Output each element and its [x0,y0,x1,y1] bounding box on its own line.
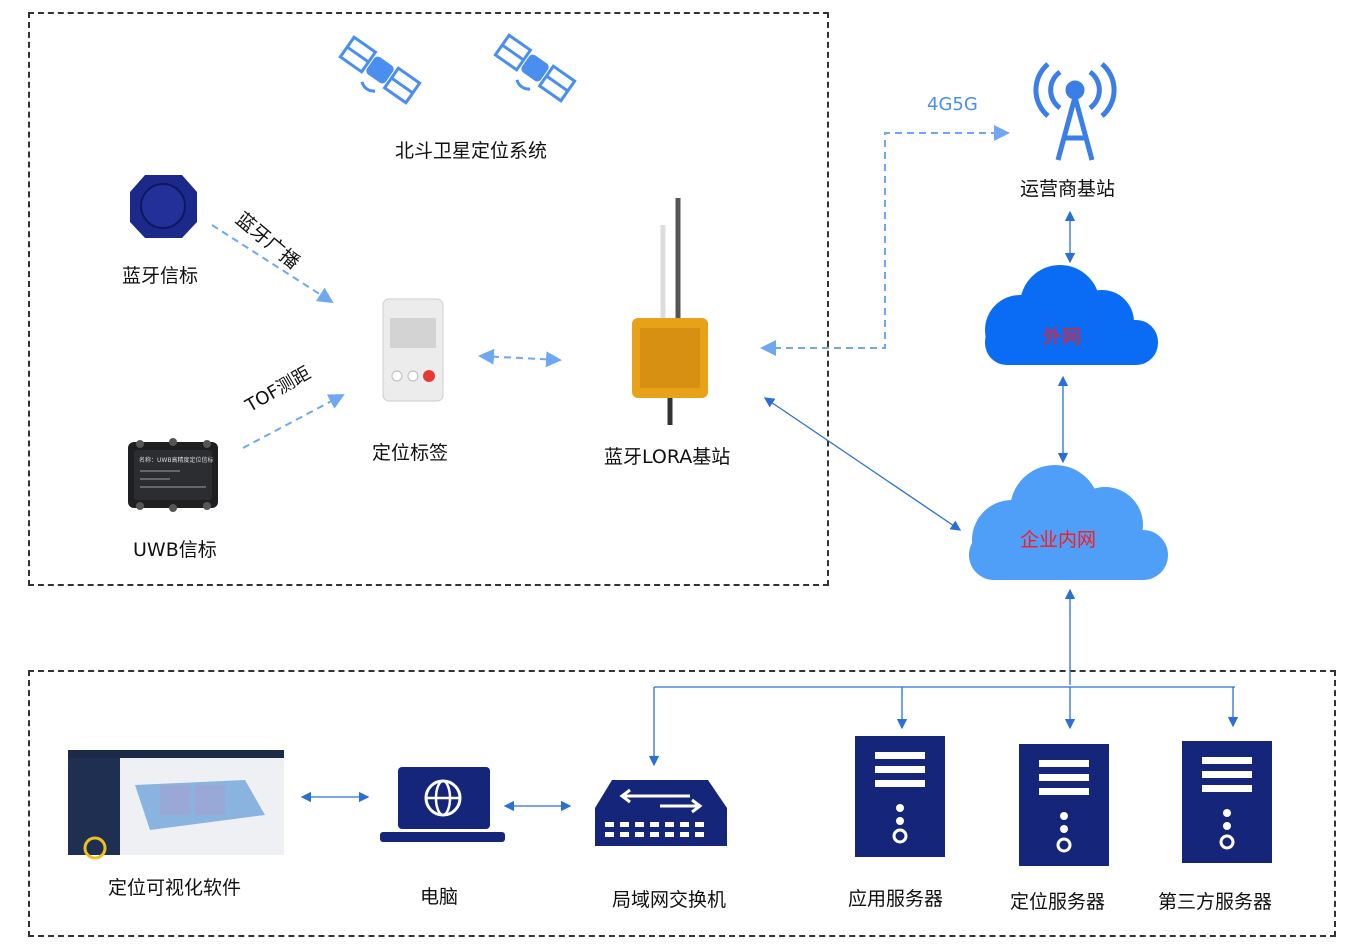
lora-station-label: 蓝牙LORA基站 [604,446,731,468]
link-tag-station [478,348,562,368]
external-network-cloud [985,265,1158,365]
satellite-icon [338,33,577,105]
lora-station-image [632,198,708,425]
visualization-software-screenshot [68,750,284,860]
uwb-device-text: 名称：UWB高精度定位信标 [139,457,214,464]
location-tag-image [382,298,444,402]
uwb-beacon-image [128,438,218,512]
location-server-label: 定位服务器 [1010,891,1106,913]
bluetooth-beacon-image [130,175,197,238]
application-layer-group [28,670,1336,937]
switch-label: 局域网交换机 [612,889,727,911]
app-server-icon [855,736,945,857]
computer-icon [380,767,505,842]
link-uwb-tag [242,394,345,449]
third-party-server-icon [1182,741,1272,863]
location-tag-label: 定位标签 [372,442,449,464]
third-party-server-label: 第三方服务器 [1158,891,1273,913]
4g5g-label: 4G5G [927,94,978,115]
uwb-beacon-label: UWB信标 [133,539,217,561]
link-4g5g [760,125,1010,356]
link-station-enterprise [763,397,962,531]
cell-tower-icon [1033,62,1117,161]
software-label: 定位可视化软件 [108,877,242,899]
carrier-station-label: 运营商基站 [1020,178,1116,200]
app-server-label: 应用服务器 [848,888,944,910]
enterprise-network-label: 企业内网 [1020,529,1097,551]
computer-label: 电脑 [420,886,459,908]
bluetooth-beacon-label: 蓝牙信标 [122,265,199,287]
satellite-system-label: 北斗卫星定位系统 [395,140,548,162]
location-server-icon [1019,744,1109,866]
lan-switch-icon [595,780,727,846]
external-network-label: 外网 [1043,326,1082,348]
enterprise-network-cloud [969,465,1168,580]
